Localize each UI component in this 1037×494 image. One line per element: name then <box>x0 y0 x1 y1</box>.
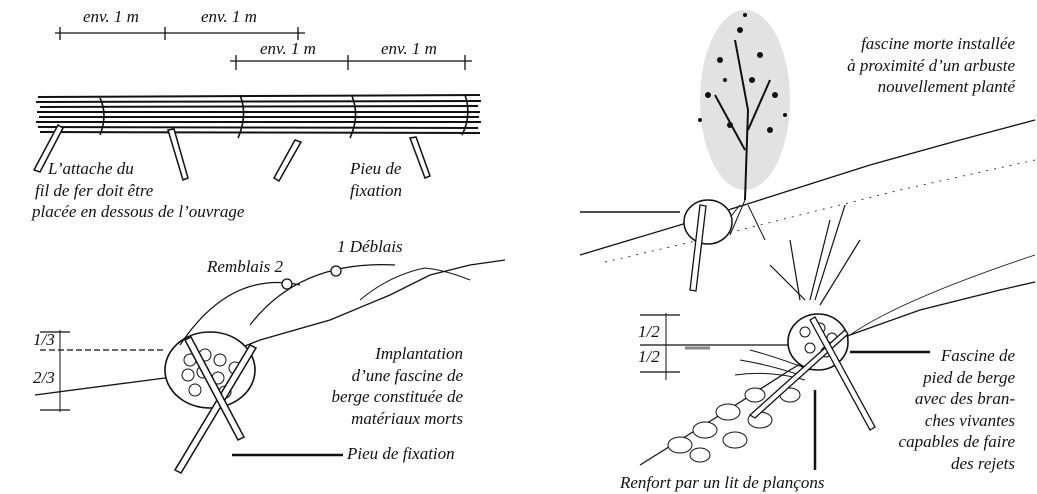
stake-label-bottom: Pieu de fixation <box>347 444 455 463</box>
measure-label-2: env. 1 m <box>201 7 257 26</box>
ratio-one-third: 1/3 <box>33 330 55 349</box>
tree-foliage <box>700 10 790 190</box>
bank-cross-section-left <box>34 259 506 474</box>
wire-note-line: fil de fer doit être <box>35 180 154 200</box>
fascine-bundle <box>35 94 482 139</box>
caption-line: Implantation <box>375 344 463 363</box>
caption-line: berge constituée de <box>331 387 463 406</box>
fascine-label: Fascine de pied de berge avec des bran- … <box>899 345 1015 474</box>
ratio-half-bottom: 1/2 <box>638 347 660 366</box>
fascine-label-line: des rejets <box>950 453 1015 473</box>
caption-line: nouvellement planté <box>877 77 1015 96</box>
fascine-label-line: capables de faire <box>898 432 1015 451</box>
measure-lines <box>55 27 472 70</box>
wire-note: L’attache du fil de fer doit être placée… <box>32 158 244 223</box>
caption-line: à proximité d’un arbuste <box>847 55 1015 75</box>
bank-cross-section-right <box>639 204 1036 470</box>
wire-note-line: L’attache du <box>48 159 134 178</box>
caption-line: matériaux morts <box>351 408 463 428</box>
fascine-label-line: ches vivantes <box>924 410 1015 430</box>
stake-label-line: fixation <box>350 180 402 200</box>
fascine-label-line: avec des bran- <box>914 389 1015 408</box>
measure-label-3: env. 1 m <box>260 39 316 58</box>
cut-label: 1 Déblais <box>337 237 403 256</box>
tree-planting-scene <box>579 10 1036 292</box>
measure-label-4: env. 1 m <box>381 39 437 58</box>
ratio-half-top: 1/2 <box>638 322 660 341</box>
measure-label-1: env. 1 m <box>83 7 139 26</box>
left-caption: Implantation d’une fascine de berge cons… <box>331 343 463 429</box>
wire-note-line: placée en dessous de l’ouvrage <box>32 202 245 221</box>
ratio-two-thirds: 2/3 <box>33 368 55 387</box>
stakes <box>32 123 431 183</box>
fascine-label-line: Fascine de <box>940 346 1015 365</box>
stake-label-top: Pieu de fixation <box>350 158 402 201</box>
fill-label: Remblais 2 <box>207 257 284 276</box>
caption-line: fascine morte installée <box>861 34 1015 53</box>
caption-line: d’une fascine de <box>351 365 463 385</box>
fascine-label-line: pied de berge <box>923 367 1015 387</box>
right-caption: fascine morte installée à proximité d’un… <box>847 33 1015 98</box>
reinforcement-label: Renfort par un lit de plançons <box>620 473 825 492</box>
stake-label-line: Pieu de <box>350 159 402 178</box>
